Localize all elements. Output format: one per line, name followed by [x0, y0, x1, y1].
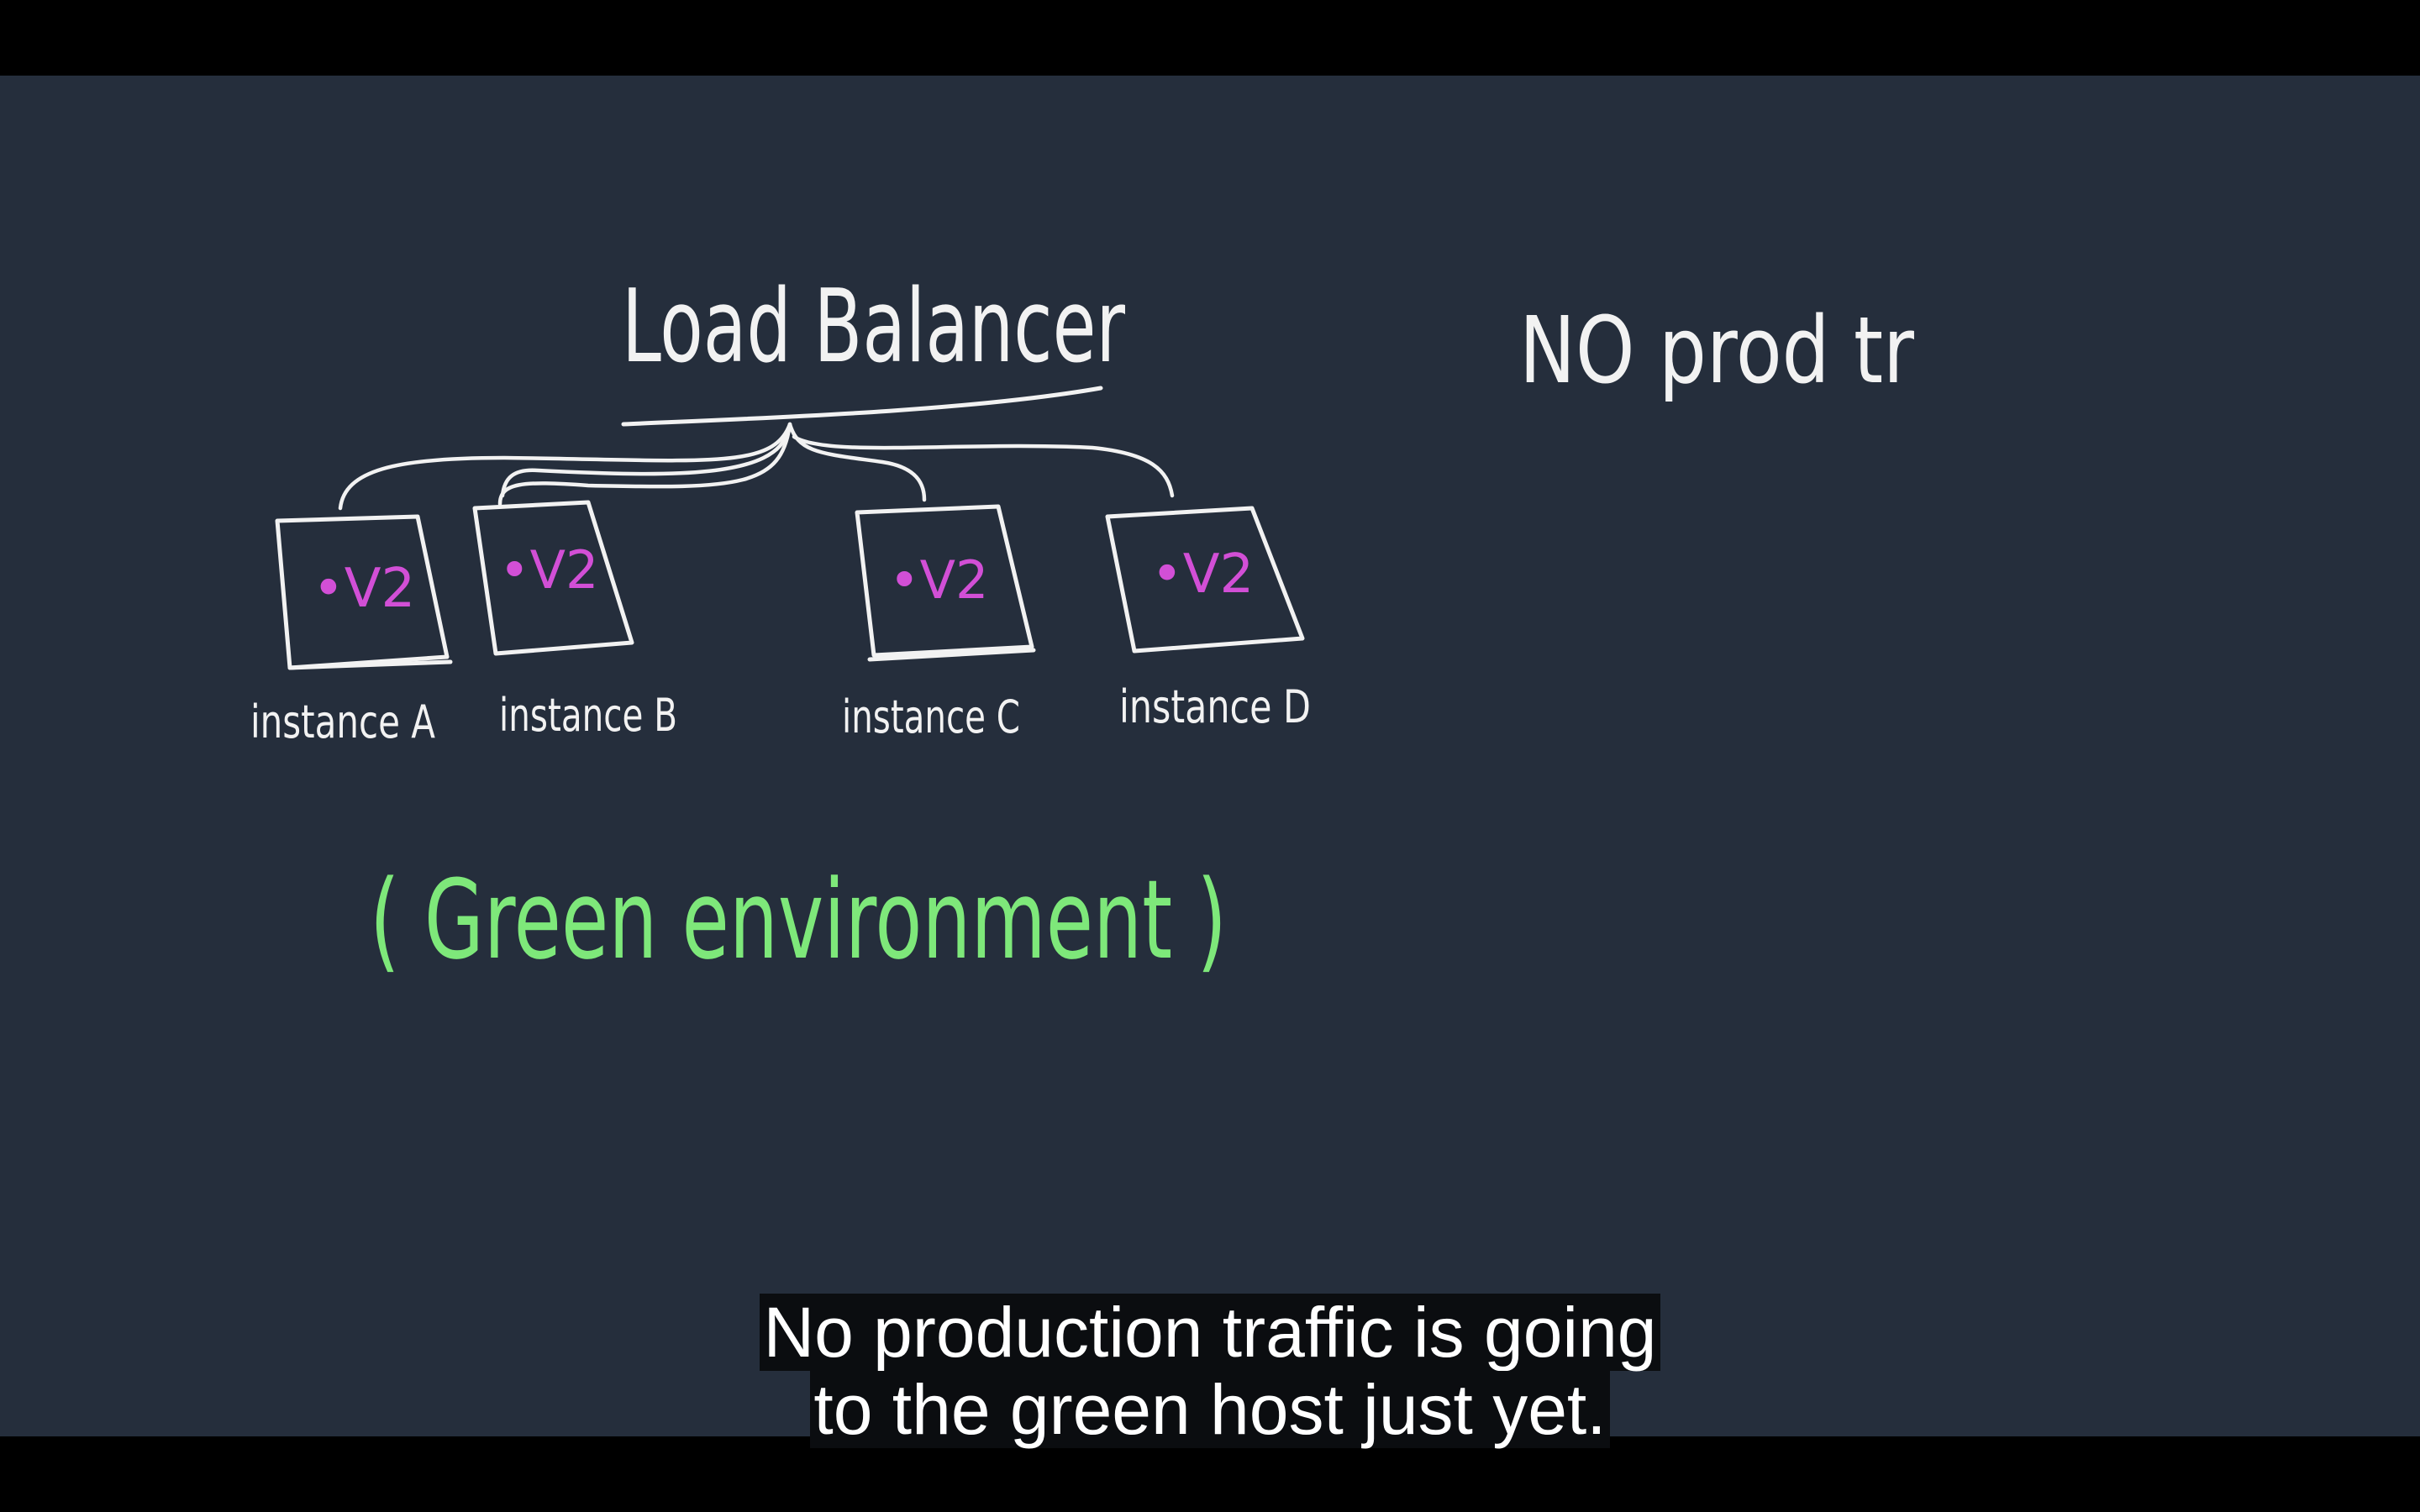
green-environment-label: ( Green environment ): [370, 856, 1227, 984]
instance-a-box-base: [287, 659, 453, 670]
connector-lines: [338, 422, 1175, 511]
instance-a-box: [275, 514, 450, 670]
instance-b-box: [472, 500, 634, 656]
load-balancer-title: Load Balancer: [622, 269, 1125, 386]
instance-c: •V2 instance C: [842, 504, 1036, 743]
connector-to-instance-d: [792, 434, 1175, 498]
load-balancer-underline: [621, 386, 1103, 427]
subtitle-captions: No production traffic is going to the gr…: [0, 1294, 2420, 1448]
instance-b: •V2 instance B: [472, 500, 677, 742]
instance-c-version: •V2: [889, 549, 988, 611]
whiteboard-canvas: [0, 76, 2420, 1436]
instance-a: •V2 instance A: [250, 514, 453, 748]
no-prod-traffic-note: NO prod tr: [1519, 297, 1915, 404]
instance-a-version: •V2: [313, 558, 415, 620]
caption-line-1: No production traffic is going: [760, 1294, 1660, 1371]
letterbox-top: [0, 0, 2420, 76]
instance-d: •V2 instance D: [1105, 506, 1311, 733]
instance-b-label: instance B: [499, 689, 677, 742]
letterbox-bottom: [0, 1436, 2420, 1512]
instance-d-box: [1105, 506, 1305, 654]
instance-b-version: •V2: [499, 539, 598, 601]
instance-c-label: instance C: [842, 690, 1020, 743]
instance-c-box-base: [867, 648, 1036, 662]
instance-a-label: instance A: [250, 696, 435, 748]
connector-to-instance-b: [497, 422, 792, 507]
connector-to-instance-c: [787, 422, 927, 502]
instance-d-label: instance D: [1119, 680, 1311, 733]
connector-to-instance-a: [338, 422, 792, 511]
instance-d-version: •V2: [1151, 543, 1254, 606]
connector-to-instance-b-2: [500, 428, 791, 498]
caption-line-2: to the green host just yet.: [810, 1371, 1610, 1448]
instance-c-box: [855, 504, 1034, 658]
